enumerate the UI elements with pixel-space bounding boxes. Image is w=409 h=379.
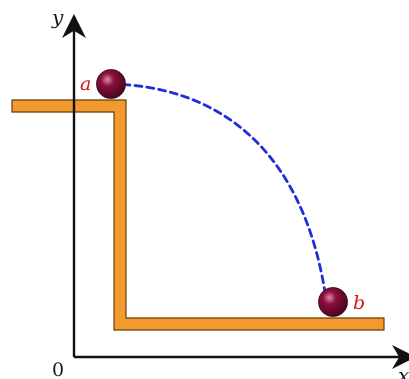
ball-b-label: b: [353, 292, 365, 314]
ball-a: a: [80, 69, 126, 99]
y-axis-label: y: [51, 5, 64, 29]
origin-label: 0: [52, 359, 64, 379]
ball-a-label: a: [80, 73, 91, 95]
trajectory-path: [109, 82, 327, 294]
ball-b: b: [318, 287, 365, 317]
platform-step: [11, 99, 385, 331]
x-axis-label: x: [398, 363, 409, 379]
